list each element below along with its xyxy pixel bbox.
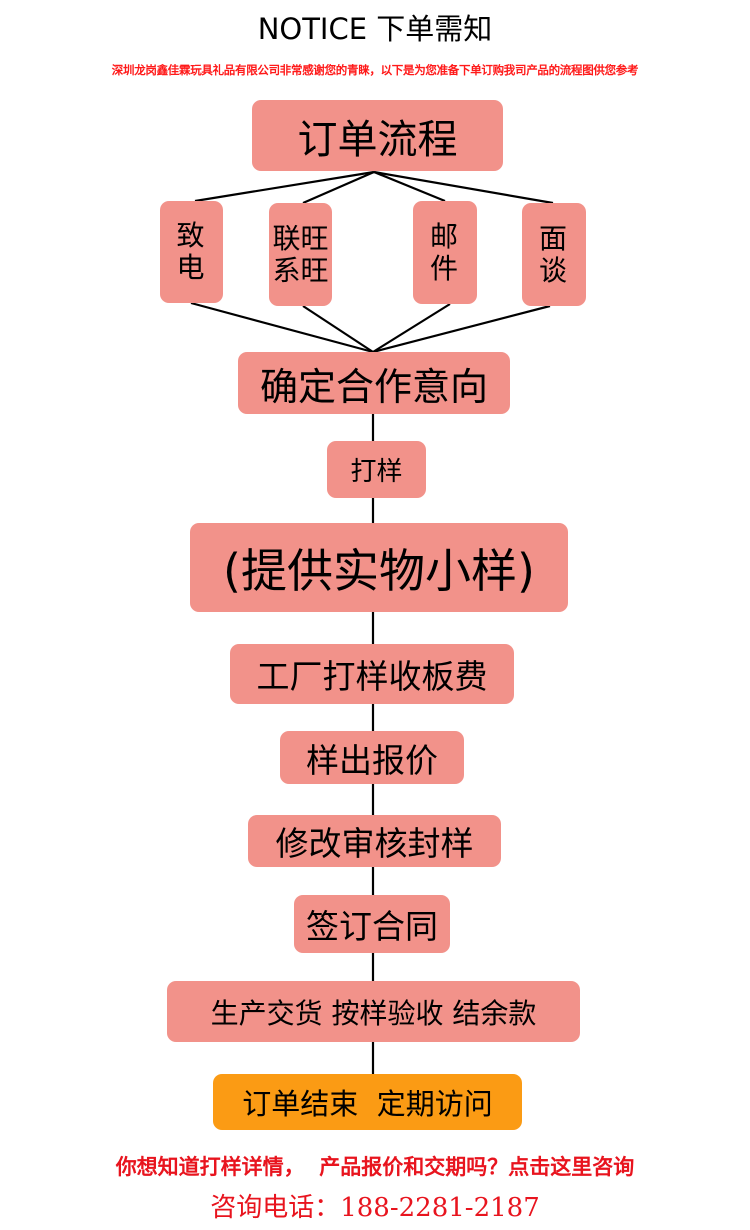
channel-label-line1: 邮 xyxy=(429,219,460,253)
flow-root-order-process: 订单流程 xyxy=(252,100,503,171)
step-label: (提供实物小样) xyxy=(223,543,535,598)
channel-label-line2: 件 xyxy=(429,251,460,285)
consult-link[interactable]: 你想知道打样详情， 产品报价和交期吗？点击这里咨询 xyxy=(115,1155,635,1179)
step-label: 修改审核封样 xyxy=(275,824,474,863)
page-title: NOTICE 下单需知 xyxy=(257,12,493,46)
step-label: 确定合作意向 xyxy=(259,364,488,409)
step-label: 生产交货 按样验收 结余款 xyxy=(210,996,537,1030)
step-confirm-cooperation: 确定合作意向 xyxy=(238,352,510,414)
channel-label-line1: 面 xyxy=(538,221,569,255)
step-sample-quote: 样出报价 xyxy=(280,731,464,784)
channel-label-line1: 致 xyxy=(176,219,207,252)
channel-meeting: 面 谈 xyxy=(522,203,586,306)
consult-phone: 咨询电话：188-2281-2187 xyxy=(210,1193,540,1223)
step-revise-approve-seal: 修改审核封样 xyxy=(248,815,501,867)
channel-aliwangwang: 联旺 系旺 xyxy=(269,203,332,306)
channel-email: 邮 件 xyxy=(413,201,477,304)
flow-root-label: 订单流程 xyxy=(297,116,458,163)
step-label: 工厂打样收板费 xyxy=(256,657,488,696)
channel-phone-call: 致 电 xyxy=(160,201,223,303)
step-label: 样出报价 xyxy=(306,740,438,780)
step-production-delivery: 生产交货 按样验收 结余款 xyxy=(167,981,580,1042)
step-order-end: 订单结束 定期访问 xyxy=(213,1074,522,1130)
channel-label-line2: 电 xyxy=(176,251,207,284)
channel-label-line2: 谈 xyxy=(538,253,569,287)
company-intro-text: 深圳龙岗鑫佳霖玩具礼品有限公司非常感谢您的青睐，以下是为您准备下单订购我司产品的… xyxy=(111,63,639,77)
channel-label-line2: 系旺 xyxy=(272,253,329,287)
channel-label-line1: 联旺 xyxy=(272,221,329,255)
step-label: 打样 xyxy=(350,457,403,487)
step-factory-sample-fee: 工厂打样收板费 xyxy=(230,644,514,704)
step-label: 订单结束 定期访问 xyxy=(242,1087,493,1121)
step-sampling: 打样 xyxy=(327,441,426,498)
step-provide-sample: (提供实物小样) xyxy=(190,523,568,612)
step-sign-contract: 签订合同 xyxy=(294,895,450,953)
step-label: 签订合同 xyxy=(306,907,438,946)
